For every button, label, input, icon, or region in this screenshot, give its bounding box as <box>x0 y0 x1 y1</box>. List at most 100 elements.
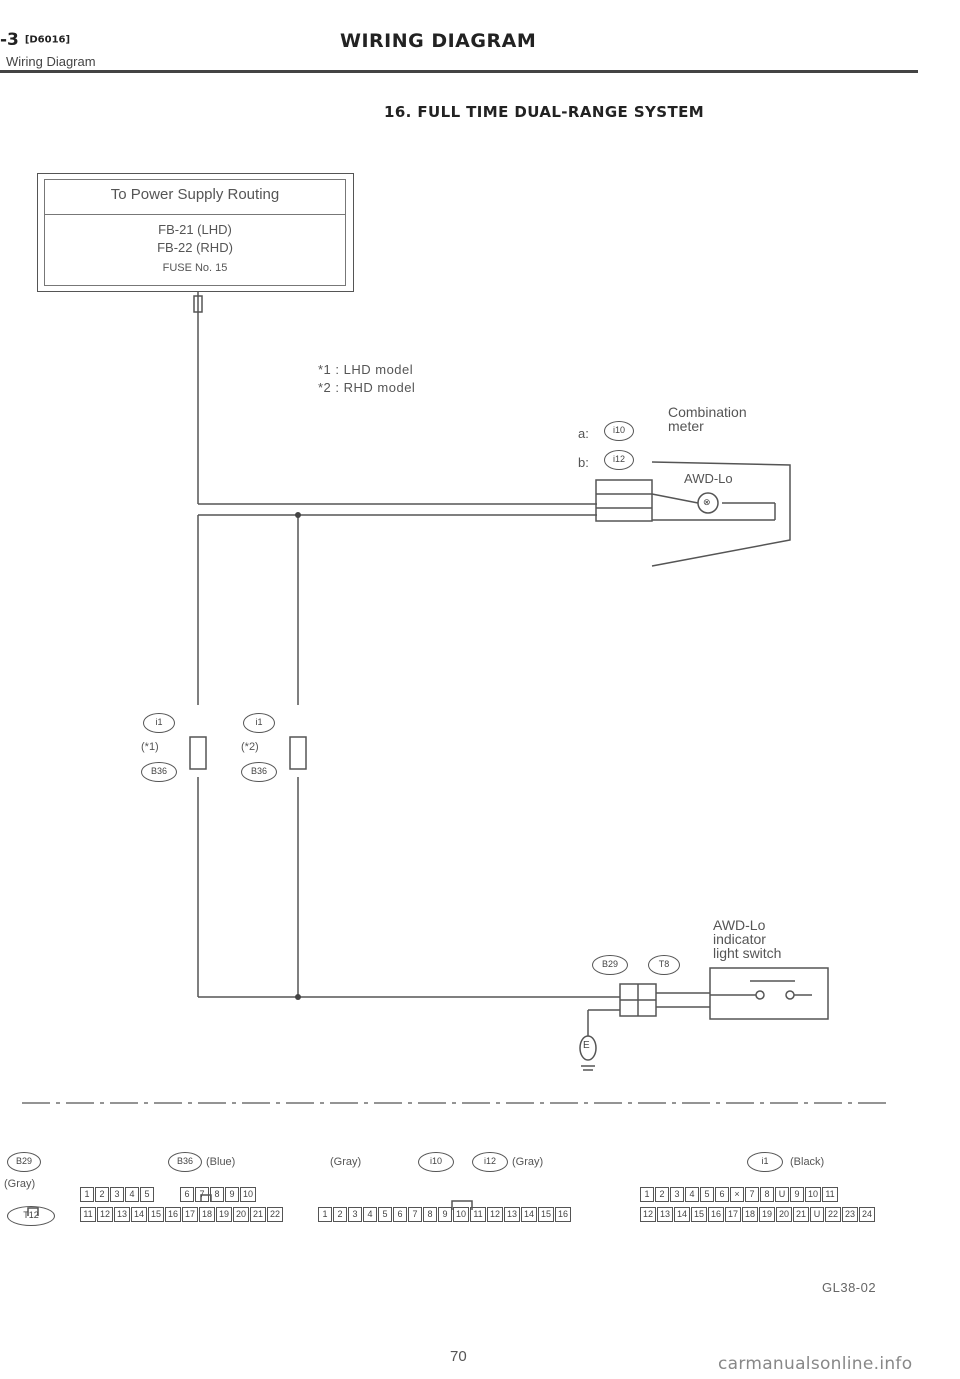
connector-pin: 22 <box>267 1207 283 1222</box>
meter-conn-b-prefix: b: <box>578 455 589 470</box>
figure-ref: GL38-02 <box>822 1280 877 1295</box>
meter-conn-b-code: i12 <box>604 450 634 470</box>
power-supply-box <box>37 173 354 292</box>
joint-right-code2: B36 <box>241 762 277 782</box>
connector-pin: 5 <box>378 1207 392 1222</box>
connector-pin: 15 <box>148 1207 164 1222</box>
note-lhd: *1 : LHD model <box>318 362 414 377</box>
power-supply-fb22: FB-22 (RHD) <box>157 240 233 255</box>
b36-code: B36 <box>168 1152 202 1172</box>
connector-pin: 7 <box>195 1187 209 1202</box>
connector-pin: 16 <box>555 1207 571 1222</box>
connector-pin: 23 <box>842 1207 858 1222</box>
ground-label: E <box>583 1040 590 1051</box>
connector-pin: 14 <box>521 1207 537 1222</box>
power-supply-fb21: FB-21 (LHD) <box>158 222 232 237</box>
connector-pin: 12 <box>640 1207 656 1222</box>
meter-conn-a-prefix: a: <box>578 426 589 441</box>
connector-pin: 3 <box>670 1187 684 1202</box>
connector-pin: 2 <box>655 1187 669 1202</box>
i10-color: (Gray) <box>330 1156 362 1168</box>
i1-color: (Black) <box>790 1156 825 1168</box>
connector-pin: 10 <box>453 1207 469 1222</box>
connector-pin: 5 <box>140 1187 154 1202</box>
connector-pin: U <box>810 1207 824 1222</box>
connector-pin: 6 <box>180 1187 194 1202</box>
i12-code: i12 <box>472 1152 508 1172</box>
note-rhd: *2 : RHD model <box>318 380 416 395</box>
connector-pin: 7 <box>745 1187 759 1202</box>
connector-pin: 10 <box>805 1187 821 1202</box>
system-title: 16. FULL TIME DUAL-RANGE SYSTEM <box>384 103 705 121</box>
joint-left-tag: (*1) <box>141 741 159 753</box>
connector-pin: 9 <box>438 1207 452 1222</box>
page-number: 70 <box>450 1348 467 1365</box>
connector-pin: 19 <box>216 1207 232 1222</box>
switch-conn-code: B29 <box>592 955 628 975</box>
watermark: carmanualsonline.info <box>718 1354 913 1374</box>
connector-pin: 10 <box>240 1187 256 1202</box>
connector-pin: 21 <box>250 1207 266 1222</box>
connector-pin: 11 <box>822 1187 838 1202</box>
connector-pin: 18 <box>199 1207 215 1222</box>
page-title: WIRING DIAGRAM <box>340 30 537 52</box>
power-supply-fuse: FUSE No. 15 <box>162 262 228 274</box>
connector-pin: 11 <box>470 1207 486 1222</box>
connector-pin: 9 <box>225 1187 239 1202</box>
connector-pin: 12 <box>487 1207 503 1222</box>
connector-pin: 13 <box>657 1207 673 1222</box>
connector-pin: 6 <box>393 1207 407 1222</box>
connector-pin: 21 <box>793 1207 809 1222</box>
joint-left-code1: i1 <box>143 713 175 733</box>
connector-pin: 6 <box>715 1187 729 1202</box>
connector-pin: 18 <box>742 1207 758 1222</box>
connector-pin: 5 <box>700 1187 714 1202</box>
section-number: -3 [D6016] <box>0 30 71 50</box>
connector-pin: 2 <box>95 1187 109 1202</box>
connector-pin: 1 <box>640 1187 654 1202</box>
connector-pin: 9 <box>790 1187 804 1202</box>
connector-pin: × <box>730 1187 744 1202</box>
connector-pin: 14 <box>674 1207 690 1222</box>
connector-pin: 4 <box>685 1187 699 1202</box>
connector-pin: 19 <box>759 1207 775 1222</box>
t12-code: T12 <box>7 1206 55 1226</box>
connector-pin: 3 <box>110 1187 124 1202</box>
b29-color: (Gray) <box>4 1178 36 1190</box>
switch-t8-code: T8 <box>648 955 680 975</box>
connector-pin: 8 <box>423 1207 437 1222</box>
header-rule <box>0 70 918 73</box>
connector-pin: 8 <box>210 1187 224 1202</box>
connector-pin: 7 <box>408 1207 422 1222</box>
connector-pin: 24 <box>859 1207 875 1222</box>
connector-pin: 3 <box>348 1207 362 1222</box>
connector-pin: 17 <box>725 1207 741 1222</box>
connector-pin: 1 <box>80 1187 94 1202</box>
i10-code: i10 <box>418 1152 454 1172</box>
doc-code: [D6016] <box>24 34 71 46</box>
connector-pin: 12 <box>97 1207 113 1222</box>
meter-lamp-label: AWD-Lo <box>684 471 733 486</box>
power-supply-inner <box>44 179 346 286</box>
connector-pin: 13 <box>114 1207 130 1222</box>
connector-pin: 22 <box>825 1207 841 1222</box>
power-supply-divider <box>44 214 346 215</box>
connector-pin: 4 <box>363 1207 377 1222</box>
joint-right-code1: i1 <box>243 713 275 733</box>
i12-color: (Gray) <box>512 1156 544 1168</box>
meter-conn-a-code: i10 <box>604 421 634 441</box>
b29-code: B29 <box>7 1152 41 1172</box>
connector-pin: 16 <box>165 1207 181 1222</box>
connector-pin: 20 <box>233 1207 249 1222</box>
connector-pin: 13 <box>504 1207 520 1222</box>
i1-code: i1 <box>747 1152 783 1172</box>
header-subtitle: Wiring Diagram <box>6 54 96 69</box>
indicator-lamp-icon: ⊗ <box>703 497 711 507</box>
b36-color: (Blue) <box>206 1156 236 1168</box>
